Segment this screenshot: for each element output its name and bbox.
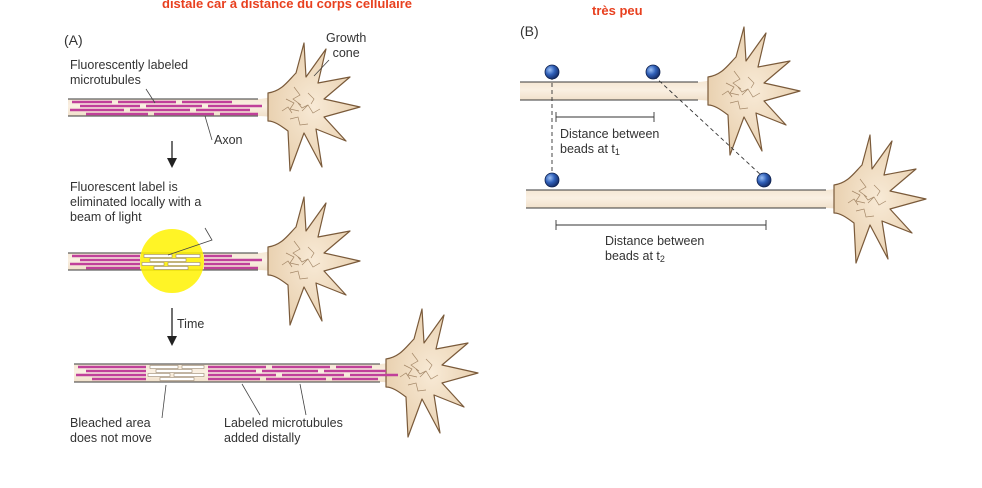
label-bleached-area: Bleached area does not move bbox=[70, 416, 152, 445]
label-distance-t1-text: Distance between beads at t bbox=[560, 127, 660, 156]
microtubules-bottom bbox=[76, 365, 398, 381]
label-distance-t2: Distance between beads at t2 bbox=[605, 234, 704, 267]
label-distance-t2-sub: 2 bbox=[659, 254, 665, 264]
bleached-microtubules-bottom bbox=[147, 365, 205, 381]
arrow-down-time bbox=[167, 308, 177, 346]
distance-bracket-t2 bbox=[555, 220, 767, 230]
leader-lines-a bbox=[145, 59, 330, 419]
bead-2-t1 bbox=[645, 64, 661, 80]
panel-b bbox=[520, 26, 927, 264]
axon-bottom bbox=[74, 308, 479, 438]
axon-top bbox=[68, 42, 361, 172]
label-label-eliminated: Fluorescent label is eliminated locally … bbox=[70, 180, 202, 224]
label-axon: Axon bbox=[214, 133, 243, 147]
axon-middle bbox=[68, 196, 361, 326]
label-distance-t1: Distance between beads at t1 bbox=[560, 127, 659, 160]
label-fluorescent-microtubules: Fluorescently labeled microtubules bbox=[70, 58, 189, 87]
bead-tracking-lines bbox=[551, 75, 763, 177]
axon-t1 bbox=[520, 26, 801, 156]
bead-1-t2 bbox=[544, 172, 560, 188]
microtubules-top bbox=[70, 100, 262, 116]
label-time: Time bbox=[177, 317, 205, 331]
bleached-microtubules-middle bbox=[141, 254, 201, 270]
label-growth-cone: Growth cone bbox=[326, 31, 367, 60]
panel-b-letter: (B) bbox=[520, 23, 539, 39]
bead-1-t1 bbox=[544, 64, 560, 80]
distance-bracket-t1 bbox=[555, 112, 655, 122]
panel-a bbox=[68, 42, 479, 438]
header-note-left: distale car à distance du corps cellulai… bbox=[162, 0, 412, 11]
label-distance-t1-sub: 1 bbox=[614, 147, 620, 157]
header-note-right: très peu bbox=[592, 3, 643, 18]
label-distance-t2-text: Distance between beads at t bbox=[605, 234, 705, 263]
microtubules-middle bbox=[70, 254, 262, 270]
panel-a-letter: (A) bbox=[64, 32, 83, 48]
bead-2-t2 bbox=[756, 172, 772, 188]
label-microtubules-added-distally: Labeled microtubules added distally bbox=[224, 416, 343, 445]
arrow-down-1 bbox=[167, 141, 177, 168]
axon-t2 bbox=[526, 134, 927, 264]
